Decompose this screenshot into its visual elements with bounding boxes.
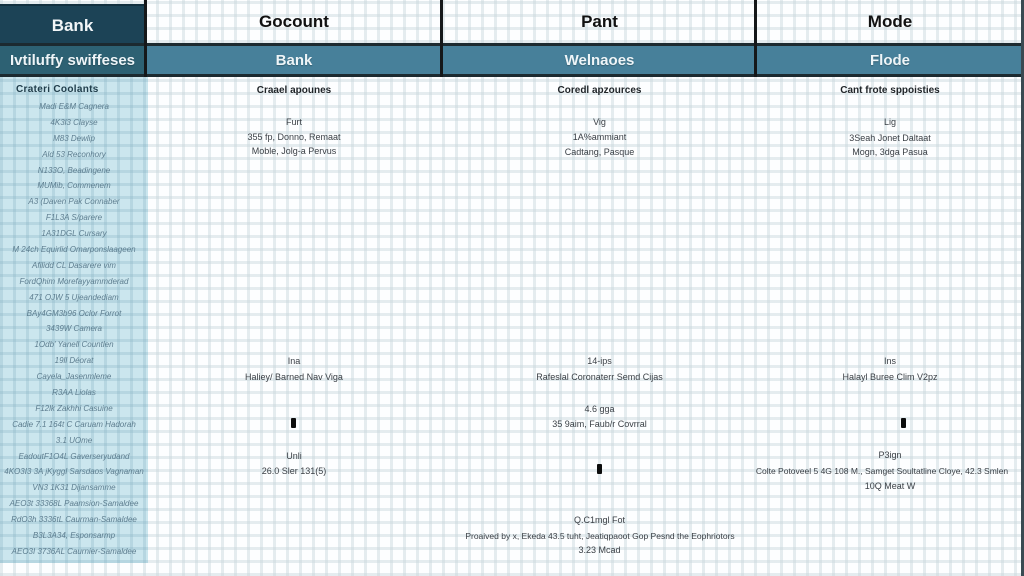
sidebar-item[interactable]: A3 (Daven Pak Connaber xyxy=(28,197,120,207)
column-header-mode[interactable]: Mode xyxy=(756,0,1021,43)
subheader-ivtiluffy-label: Ivtiluffy swiffeses xyxy=(9,51,136,69)
sidebar-item[interactable]: 1Odb' Yanell Countlen xyxy=(34,340,114,350)
header-divider-1 xyxy=(144,0,147,77)
column-header-pant[interactable]: Pant xyxy=(443,0,756,43)
sidebar-item[interactable]: Afilidd CL Dasarere vim xyxy=(32,260,116,270)
subheader-row: Ivtiluffy swiffeses Bank Welnaoes Flode xyxy=(0,43,1021,77)
welnaoes-line: 3.23 Mcad xyxy=(578,545,621,555)
flode-line: P3ign xyxy=(878,450,902,460)
sidebar: Crateri Coolants Madi E&M Cagnera 4K3l3 C… xyxy=(0,77,148,563)
welnaoes-subtitle: Coredl apzources xyxy=(557,85,642,96)
flode-subtitle: Cant frote sppoisties xyxy=(840,85,940,96)
flode-line: Colte Potoveel 5 4G 108 M., Samget Soult… xyxy=(755,466,1009,476)
column-header-gocount[interactable]: Gocount xyxy=(148,0,440,43)
subheader-flode[interactable]: Flode xyxy=(756,46,1021,74)
bank-line: Furt xyxy=(285,117,302,127)
sidebar-item[interactable]: 3439W Camera xyxy=(45,324,103,334)
flode-line: Lig xyxy=(883,117,896,127)
bank-subtitle: Craael apounes xyxy=(256,85,332,96)
sidebar-item[interactable]: EadoutF1O4L Gaverseryudand xyxy=(18,451,130,461)
bank-line: Ina xyxy=(287,356,301,366)
welnaoes-line: Rafeslal Coronaterr Semd Cijas xyxy=(536,372,663,382)
sidebar-item[interactable]: R3AA Liolas xyxy=(52,388,96,398)
subheader-bank-label: Bank xyxy=(275,51,313,69)
sidebar-item[interactable]: 471 OJW 5 Ujeandediam xyxy=(29,292,119,302)
welnaoes-line: 1A%ammiant xyxy=(572,132,627,142)
column-header-bank[interactable]: Bank xyxy=(0,4,145,45)
sidebar-item[interactable]: MUMib, Commenem xyxy=(37,181,111,191)
welnaoes-line: Cadtang, Pasque xyxy=(564,147,635,157)
subheader-flode-label: Flode xyxy=(870,51,910,69)
sidebar-item[interactable]: B3L3A34, Esponsarmp xyxy=(32,531,116,541)
bank-line: Moble, Jolg-a Pervus xyxy=(251,146,337,156)
sidebar-item[interactable]: 4KO3I3 3A jKyggl Sarsdaos Vagnaman xyxy=(4,467,144,477)
column-header-pant-label: Pant xyxy=(581,11,618,31)
sidebar-item[interactable]: RdO3h 3336tL Caurman-Samaldee xyxy=(11,515,137,525)
sidebar-item[interactable]: AEO3I 3736AL Caurnier-Samaldee xyxy=(11,546,137,556)
column-header-bank-label: Bank xyxy=(51,15,94,35)
bullet-marker xyxy=(901,418,906,428)
bank-line: 355 fp, Donno, Remaat xyxy=(247,132,341,142)
welnaoes-footnote: Proaived by x, Ekeda 43.5 tuht, Jeatiqpa… xyxy=(465,531,735,541)
sidebar-item[interactable]: BAy4GM3b96 Oclor Forrot xyxy=(26,308,122,318)
sidebar-item[interactable]: 19ll Déorat xyxy=(54,356,94,366)
welnaoes-line: Q.C1mgl Fot xyxy=(573,515,625,525)
sidebar-item[interactable]: 1A31DGL Cursary xyxy=(41,229,107,239)
sidebar-item[interactable]: 3.1 UOme xyxy=(55,435,93,445)
column-header-gocount-label: Gocount xyxy=(259,11,329,31)
sidebar-item[interactable]: Ald 53 Reconhory xyxy=(42,149,106,159)
bullet-marker xyxy=(597,464,602,474)
flode-line: Mogn, 3dga Pasua xyxy=(852,147,928,157)
bank-line: Unli xyxy=(286,451,302,461)
flode-line: 3Seah Jonet Daltaat xyxy=(849,133,931,143)
subheader-cell-left-bg xyxy=(0,46,145,74)
header-divider-3 xyxy=(754,0,757,77)
subheader-bank[interactable]: Bank xyxy=(148,46,440,74)
sidebar-title: Crateri Coolants xyxy=(16,84,99,95)
flode-line: 10Q Meat W xyxy=(864,481,916,491)
sidebar-item[interactable]: M 24ch Equirlid Omarponslaageen xyxy=(12,245,136,255)
sidebar-item[interactable]: M83 Dewlip xyxy=(53,133,95,143)
sidebar-item[interactable]: F12lk Zakhhi Casuine xyxy=(35,403,113,413)
sidebar-item[interactable]: Madi E&M Cagnera xyxy=(39,102,109,111)
welnaoes-line: 4.6 gga xyxy=(584,404,615,414)
flode-line: Halayl Buree Clim V2pz xyxy=(842,372,938,382)
welnaoes-line: 14-ips xyxy=(587,356,612,366)
sidebar-item[interactable]: 4K3l3 Clayse xyxy=(50,117,98,127)
sidebar-item[interactable]: F1L3A S/parere xyxy=(45,213,103,223)
sidebar-item[interactable]: Cayela_Jasenmleme xyxy=(36,372,112,382)
subheader-ivtiluffy[interactable]: Ivtiluffy swiffeses xyxy=(0,46,145,74)
bank-line: Haliey/ Barned Nav Viga xyxy=(245,372,343,382)
bullet-marker xyxy=(291,418,296,428)
header-divider-2 xyxy=(440,0,443,77)
sidebar-item[interactable]: N133O, Beadingene xyxy=(37,165,111,175)
subheader-welnaoes[interactable]: Welnaoes xyxy=(443,46,756,74)
sidebar-item[interactable]: VN3 1K31 Dijansamme xyxy=(32,483,116,493)
sidebar-item[interactable]: AEO3t 33368L Paamsion-Samaldee xyxy=(9,499,139,509)
sidebar-item[interactable]: Cadie 7.1 164t C Caruam Hadorah xyxy=(12,419,136,429)
flode-line: Ins xyxy=(883,356,896,366)
subheader-welnaoes-label: Welnaoes xyxy=(564,51,635,69)
sidebar-item[interactable]: FordQhim Morefayyammderad xyxy=(19,276,129,286)
welnaoes-line: Vig xyxy=(593,117,606,127)
column-header-mode-label: Mode xyxy=(867,11,913,31)
bank-line: 26.0 Sler 131(5) xyxy=(261,466,327,476)
welnaoes-line: 35 9aim, Faub/r Covrral xyxy=(552,419,647,429)
